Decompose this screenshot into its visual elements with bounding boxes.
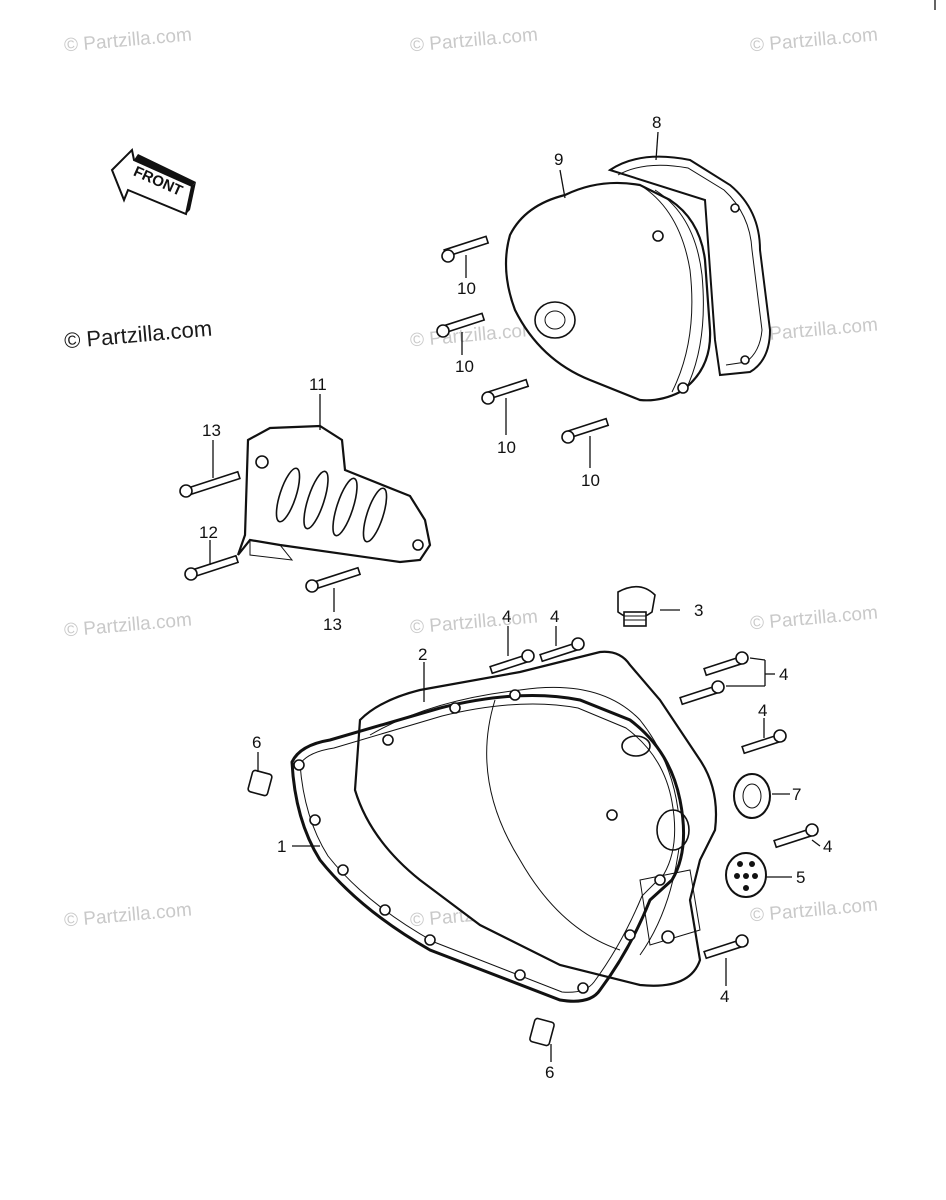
- callout-9: 9: [554, 150, 563, 169]
- callout-7: 7: [792, 785, 801, 804]
- callout-10-b: 10: [455, 357, 474, 376]
- bolt-4-d: [679, 680, 725, 706]
- callout-11: 11: [309, 375, 327, 394]
- callout-3: 3: [694, 601, 703, 620]
- callout-10-c: 10: [497, 438, 516, 457]
- sprocket-cover: [236, 424, 432, 564]
- bolt-10-d: [561, 417, 610, 444]
- callout-6-a: 6: [252, 733, 261, 752]
- callout-4-a: 4: [502, 607, 511, 626]
- bolt-10-b: [436, 312, 486, 338]
- callout-8: 8: [652, 113, 661, 132]
- bolt-4-f: [773, 823, 819, 849]
- callout-4-e: 4: [823, 837, 832, 856]
- callout-12: 12: [199, 523, 218, 542]
- bolt-4-g: [703, 934, 749, 960]
- generator-cover: [504, 181, 712, 402]
- callout-5: 5: [796, 868, 805, 887]
- bolt-12: [184, 554, 240, 581]
- bolt-4-c: [703, 651, 749, 677]
- callout-1: 1: [277, 837, 286, 856]
- oil-seal: [733, 773, 771, 819]
- inspection-cap: [725, 852, 767, 898]
- oil-filler-cap: [617, 585, 656, 627]
- dowel-pin-6-a: [247, 769, 273, 797]
- leader-lines: [209, 131, 821, 1062]
- generator-cover-gasket: [607, 155, 772, 377]
- bolt-10-a: [441, 235, 490, 263]
- bolt-13-a: [179, 470, 241, 498]
- callout-13-a: 13: [202, 421, 221, 440]
- dowel-pin-6-b: [529, 1017, 555, 1047]
- clutch-cover-gasket: [290, 689, 686, 1003]
- front-arrow-icon: FRONT: [110, 147, 196, 216]
- callout-2: 2: [418, 645, 427, 664]
- callout-6-b: 6: [545, 1063, 554, 1082]
- callout-4-d: 4: [758, 701, 767, 720]
- bolt-4-e: [741, 729, 787, 755]
- clutch-cover: [353, 650, 718, 987]
- callout-10-a: 10: [457, 279, 476, 298]
- callout-13-b: 13: [323, 615, 342, 634]
- bolt-13-b: [305, 566, 362, 593]
- callout-4-c: 4: [779, 665, 788, 684]
- bolt-4-b: [539, 637, 585, 663]
- bolt-10-c: [481, 378, 530, 405]
- callout-4-b: 4: [550, 607, 559, 626]
- callout-4-f: 4: [720, 987, 729, 1006]
- callout-10-d: 10: [581, 471, 600, 490]
- bolt-4-a: [489, 649, 535, 675]
